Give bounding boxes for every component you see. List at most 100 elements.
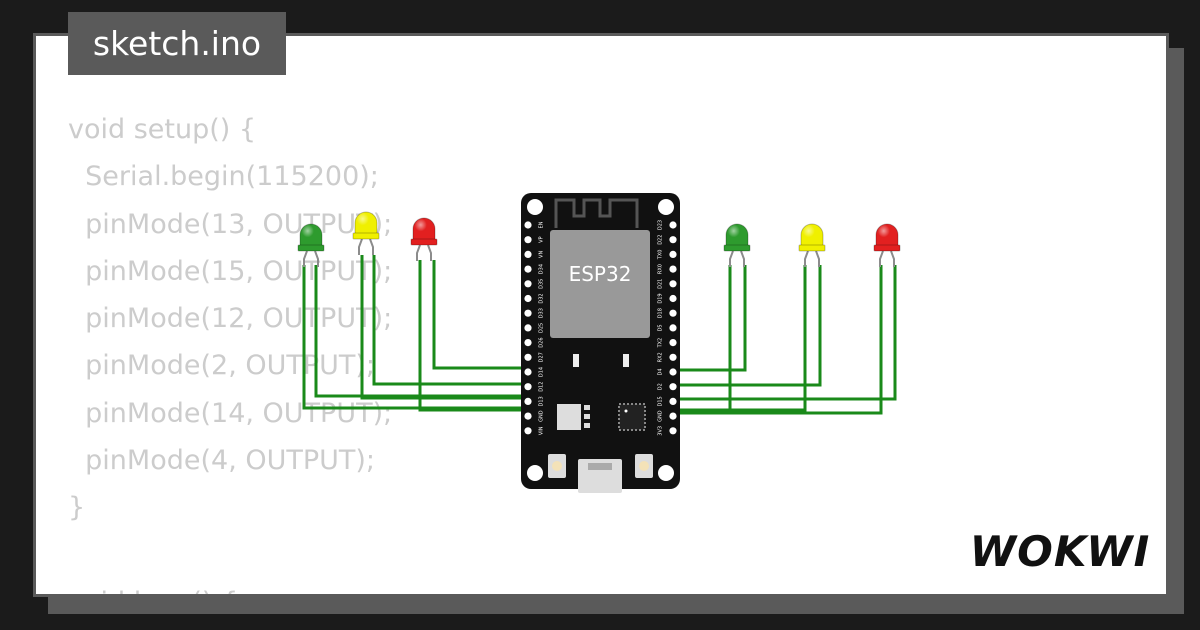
mounting-hole xyxy=(658,465,674,481)
pin-d5[interactable] xyxy=(669,324,677,332)
pin-tx2[interactable] xyxy=(669,339,677,347)
code-line: Serial.begin(115200); xyxy=(68,161,379,193)
pin-label: D33 xyxy=(539,308,545,318)
pin-d23[interactable] xyxy=(669,221,677,229)
pin-label: D22 xyxy=(658,235,664,245)
pin-d22[interactable] xyxy=(669,236,677,244)
pin-rx0[interactable] xyxy=(669,265,677,273)
code-line: pinMode(2, OUTPUT); xyxy=(68,350,376,382)
pin-en[interactable] xyxy=(524,221,532,229)
pin-label: D21 xyxy=(658,279,664,289)
pin-d26[interactable] xyxy=(524,339,532,347)
led-left-green[interactable] xyxy=(297,223,325,267)
mounting-hole xyxy=(527,465,543,481)
pin-label: D12 xyxy=(539,382,545,392)
pin-label: 3V3 xyxy=(658,426,664,436)
pin-gnd[interactable] xyxy=(669,412,677,420)
file-tab[interactable]: sketch.ino xyxy=(68,12,286,75)
pin-3v3[interactable] xyxy=(669,427,677,435)
pin-label: VIN xyxy=(539,426,545,435)
wire xyxy=(418,260,528,412)
wire xyxy=(673,265,747,372)
voltage-regulator xyxy=(557,404,581,430)
pin-d27[interactable] xyxy=(524,353,532,361)
pin-d12[interactable] xyxy=(524,383,532,391)
pin-label: D5 xyxy=(658,324,664,331)
file-tab-label: sketch.ino xyxy=(92,24,262,63)
pin-vp[interactable] xyxy=(524,236,532,244)
pin-d25[interactable] xyxy=(524,324,532,332)
pin-d34[interactable] xyxy=(524,265,532,273)
antenna-trace xyxy=(554,198,639,228)
led-right-yellow[interactable] xyxy=(798,223,826,267)
left-pin-header: ENVPVND34D35D32D33D25D26D27D14D12D13GNDV… xyxy=(524,221,545,435)
pin-d2[interactable] xyxy=(669,383,677,391)
pin-d21[interactable] xyxy=(669,280,677,288)
pin-vn[interactable] xyxy=(524,250,532,258)
pin-gnd[interactable] xyxy=(524,412,532,420)
code-line: void loop() { xyxy=(68,587,238,594)
wire xyxy=(673,265,732,412)
pin-tx0[interactable] xyxy=(669,250,677,258)
pin-d13[interactable] xyxy=(524,397,532,405)
code-line: pinMode(4, OUTPUT); xyxy=(68,445,376,477)
wire xyxy=(673,265,822,387)
wire xyxy=(372,255,528,386)
code-listing: void setup() { Serial.begin(115200); pin… xyxy=(68,106,393,594)
pin-label: RX2 xyxy=(658,352,664,362)
wire xyxy=(432,260,528,370)
pin-label: D13 xyxy=(539,396,545,406)
mounting-hole xyxy=(527,199,543,215)
pin-label: TX0 xyxy=(658,250,664,261)
pin-d18[interactable] xyxy=(669,309,677,317)
usb-chip xyxy=(618,403,646,431)
wire xyxy=(360,255,528,400)
right-pin-header: D23D22TX0RX0D21D19D18D5TX2RX2D4D2D15GND3… xyxy=(658,220,677,436)
pin-label: TX2 xyxy=(658,338,664,349)
pin-d33[interactable] xyxy=(524,309,532,317)
wokwi-logo: WOKWI xyxy=(970,527,1150,576)
pin-label: D19 xyxy=(658,293,664,303)
resistor xyxy=(623,354,629,367)
pin-label: VP xyxy=(539,236,545,242)
pin-label: D2 xyxy=(658,383,664,390)
esp32-module xyxy=(550,230,650,338)
pin-label: D25 xyxy=(539,323,545,333)
pin-label: RX0 xyxy=(658,264,664,274)
pin-label: D14 xyxy=(539,367,545,377)
wires xyxy=(302,255,897,415)
pin-vin[interactable] xyxy=(524,427,532,435)
reset-button[interactable] xyxy=(635,454,653,478)
code-line: void setup() { xyxy=(68,114,257,145)
pin-label: D35 xyxy=(539,279,545,289)
code-line: } xyxy=(68,492,86,524)
esp32-board[interactable]: ESP32 ENVPVND34D35D32D33D25D26D27D14D12D… xyxy=(521,193,680,493)
pin-label: D18 xyxy=(658,308,664,318)
wire xyxy=(314,265,528,398)
pin-label: D15 xyxy=(658,396,664,406)
led-left-red[interactable] xyxy=(410,217,438,261)
code-line: pinMode(15, OUTPUT); xyxy=(68,255,393,287)
led-group xyxy=(297,211,901,267)
pin-label: VN xyxy=(539,251,545,258)
pin-label: D23 xyxy=(658,220,664,230)
code-line: pinMode(12, OUTPUT); xyxy=(68,303,393,335)
pin-d15[interactable] xyxy=(669,397,677,405)
boot-button[interactable] xyxy=(548,454,566,478)
pin-d32[interactable] xyxy=(524,294,532,303)
led-right-green[interactable] xyxy=(723,223,751,267)
mounting-hole xyxy=(658,199,674,215)
pin-label: D4 xyxy=(658,368,664,375)
led-left-yellow[interactable] xyxy=(352,211,380,255)
led-right-red[interactable] xyxy=(873,223,901,267)
pin-d14[interactable] xyxy=(524,368,532,376)
pin-d4[interactable] xyxy=(669,368,677,376)
pin-rx2[interactable] xyxy=(669,353,677,361)
wire xyxy=(673,265,897,401)
resistor xyxy=(573,354,579,367)
wire xyxy=(673,265,807,412)
pin-label: D27 xyxy=(539,352,545,362)
pin-d35[interactable] xyxy=(524,280,532,288)
pin-d19[interactable] xyxy=(669,294,677,303)
